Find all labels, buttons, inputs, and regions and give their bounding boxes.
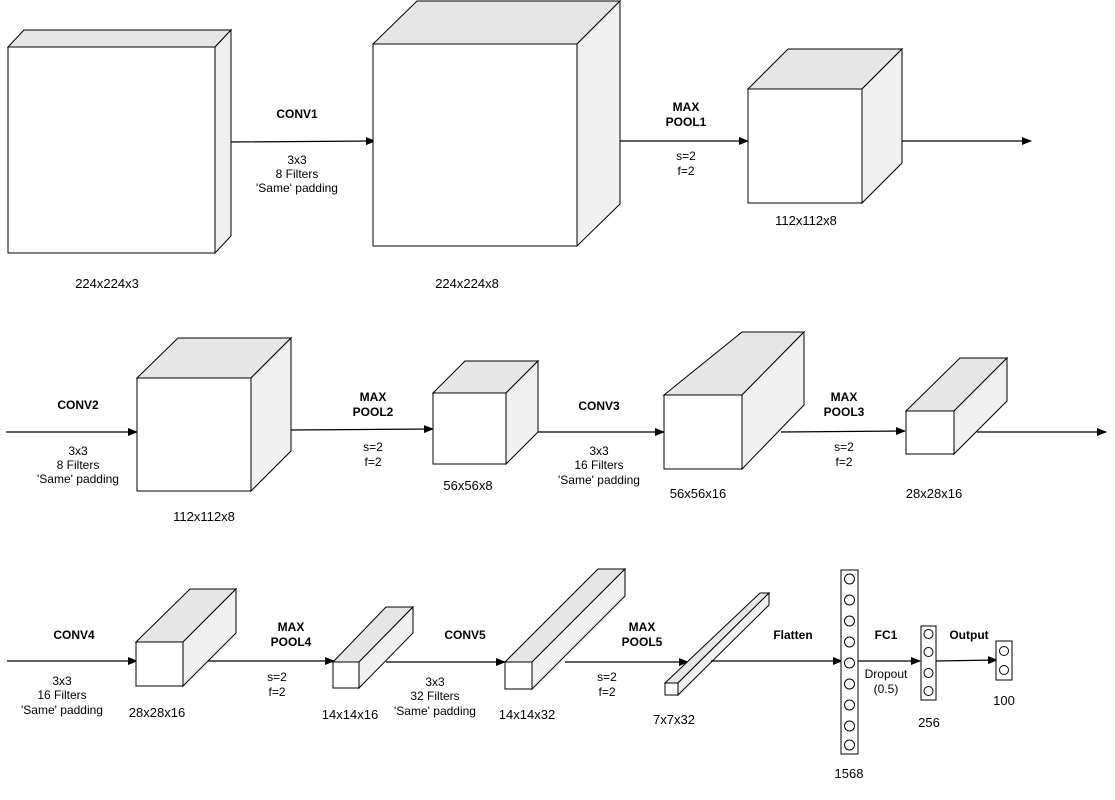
pool3-volume: [904, 356, 1009, 456]
conv1-padding: 'Same' padding: [256, 181, 338, 195]
pool5-dim-label: 7x7x32: [653, 712, 695, 727]
conv5-label: CONV5: [444, 628, 486, 642]
neuron: [923, 686, 934, 696]
flatten-label: Flatten: [773, 628, 812, 642]
pool1-dim-label: 112x112x8: [775, 213, 837, 228]
fc1-vector: [920, 625, 937, 701]
conv4-dim-label: 28x28x16: [129, 705, 185, 720]
flatten-vector: [840, 569, 859, 755]
conv3-filters: 16 Filters: [574, 458, 623, 472]
conv5-kernel: 3x3: [425, 675, 445, 689]
conv2-filters: 8 Filters: [57, 458, 100, 472]
pool3-label-1: MAX: [831, 390, 858, 404]
neuron: [844, 678, 855, 690]
conv1-volume: [371, 0, 622, 248]
neuron: [844, 594, 855, 606]
output-arrow: [935, 656, 998, 665]
neuron: [844, 615, 855, 627]
conv5-dim-label: 14x14x32: [499, 707, 555, 722]
pool3-dim-label: 28x28x16: [906, 486, 962, 501]
conv1-kernel: 3x3: [287, 153, 307, 167]
output-vector: [995, 640, 1013, 681]
conv2-label: CONV2: [57, 398, 99, 412]
pool1-label-1: MAX: [673, 100, 700, 114]
fc1-dim-label: 256: [918, 715, 940, 730]
pool2-stride: s=2: [363, 440, 383, 454]
input-dim-label: 224x224x3: [75, 276, 139, 291]
conv2-kernel: 3x3: [68, 444, 88, 458]
flatten-dim-label: 1568: [835, 766, 864, 781]
pool4-label-2: POOL4: [271, 635, 312, 649]
conv5-padding: 'Same' padding: [394, 704, 476, 718]
pool3-arrow: [780, 427, 906, 436]
input-volume: [6, 28, 233, 255]
conv4-kernel: 3x3: [52, 674, 72, 688]
neuron: [923, 668, 934, 678]
neuron: [923, 629, 934, 639]
pool4-dim-label: 14x14x16: [322, 707, 378, 722]
pool5-stride: s=2: [597, 670, 617, 684]
conv5-filters: 32 Filters: [410, 689, 459, 703]
pool2-volume: [431, 359, 540, 466]
pool3-label-2: POOL3: [824, 405, 865, 419]
neuron: [844, 699, 855, 711]
pool4-volume: [331, 605, 415, 690]
pool3-stride: s=2: [834, 440, 854, 454]
conv4-filters: 16 Filters: [37, 688, 86, 702]
neuron: [999, 665, 1009, 675]
neuron: [923, 647, 934, 657]
pool5-label-1: MAX: [629, 620, 656, 634]
pool2-label-1: MAX: [360, 390, 387, 404]
conv5-volume: [503, 567, 627, 691]
conv3-kernel: 3x3: [589, 444, 609, 458]
pool2-label-2: POOL2: [353, 405, 394, 419]
pool1-label-2: POOL1: [666, 115, 707, 129]
neuron: [999, 646, 1009, 656]
fc1-label: FC1: [875, 628, 898, 642]
pool1-filter: f=2: [677, 164, 694, 178]
conv4-volume: [134, 587, 238, 688]
pool2-dim-label: 56x56x8: [443, 478, 492, 493]
conv1-dim-label: 224x224x8: [435, 276, 499, 291]
neuron: [844, 720, 855, 732]
pool4-filter: f=2: [268, 685, 285, 699]
output-dim-label: 100: [993, 693, 1015, 708]
neuron: [844, 636, 855, 648]
conv1-arrow: [230, 137, 376, 146]
pool4-stride: s=2: [267, 670, 287, 684]
conv2-dim-label: 112x112x8: [173, 509, 235, 524]
pool5-filter: f=2: [598, 685, 615, 699]
pool4-label-1: MAX: [278, 620, 305, 634]
fc1-dropout: Dropout: [865, 667, 908, 681]
pool2-arrow: [290, 425, 434, 434]
conv1-label: CONV1: [276, 107, 318, 121]
neuron: [844, 657, 855, 669]
neuron: [844, 739, 855, 751]
conv3-label: CONV3: [578, 399, 620, 413]
output-label: Output: [949, 628, 988, 642]
pool2-filter: f=2: [364, 455, 381, 469]
pool5-volume: [663, 591, 771, 697]
conv2-volume: [135, 336, 293, 493]
pool1-volume: [746, 47, 904, 205]
pool1-stride: s=2: [676, 149, 696, 163]
conv4-label: CONV4: [53, 628, 95, 642]
pool3-filter: f=2: [835, 455, 852, 469]
conv3-padding: 'Same' padding: [558, 473, 640, 487]
conv3-dim-label: 56x56x16: [670, 486, 726, 501]
conv4-padding: 'Same' padding: [21, 703, 103, 717]
conv1-filters: 8 Filters: [276, 167, 319, 181]
neuron: [844, 573, 855, 585]
pool5-label-2: POOL5: [622, 635, 663, 649]
conv3-volume: [662, 330, 806, 471]
fc1-dropout-rate: (0.5): [874, 682, 899, 696]
conv2-padding: 'Same' padding: [37, 472, 119, 486]
